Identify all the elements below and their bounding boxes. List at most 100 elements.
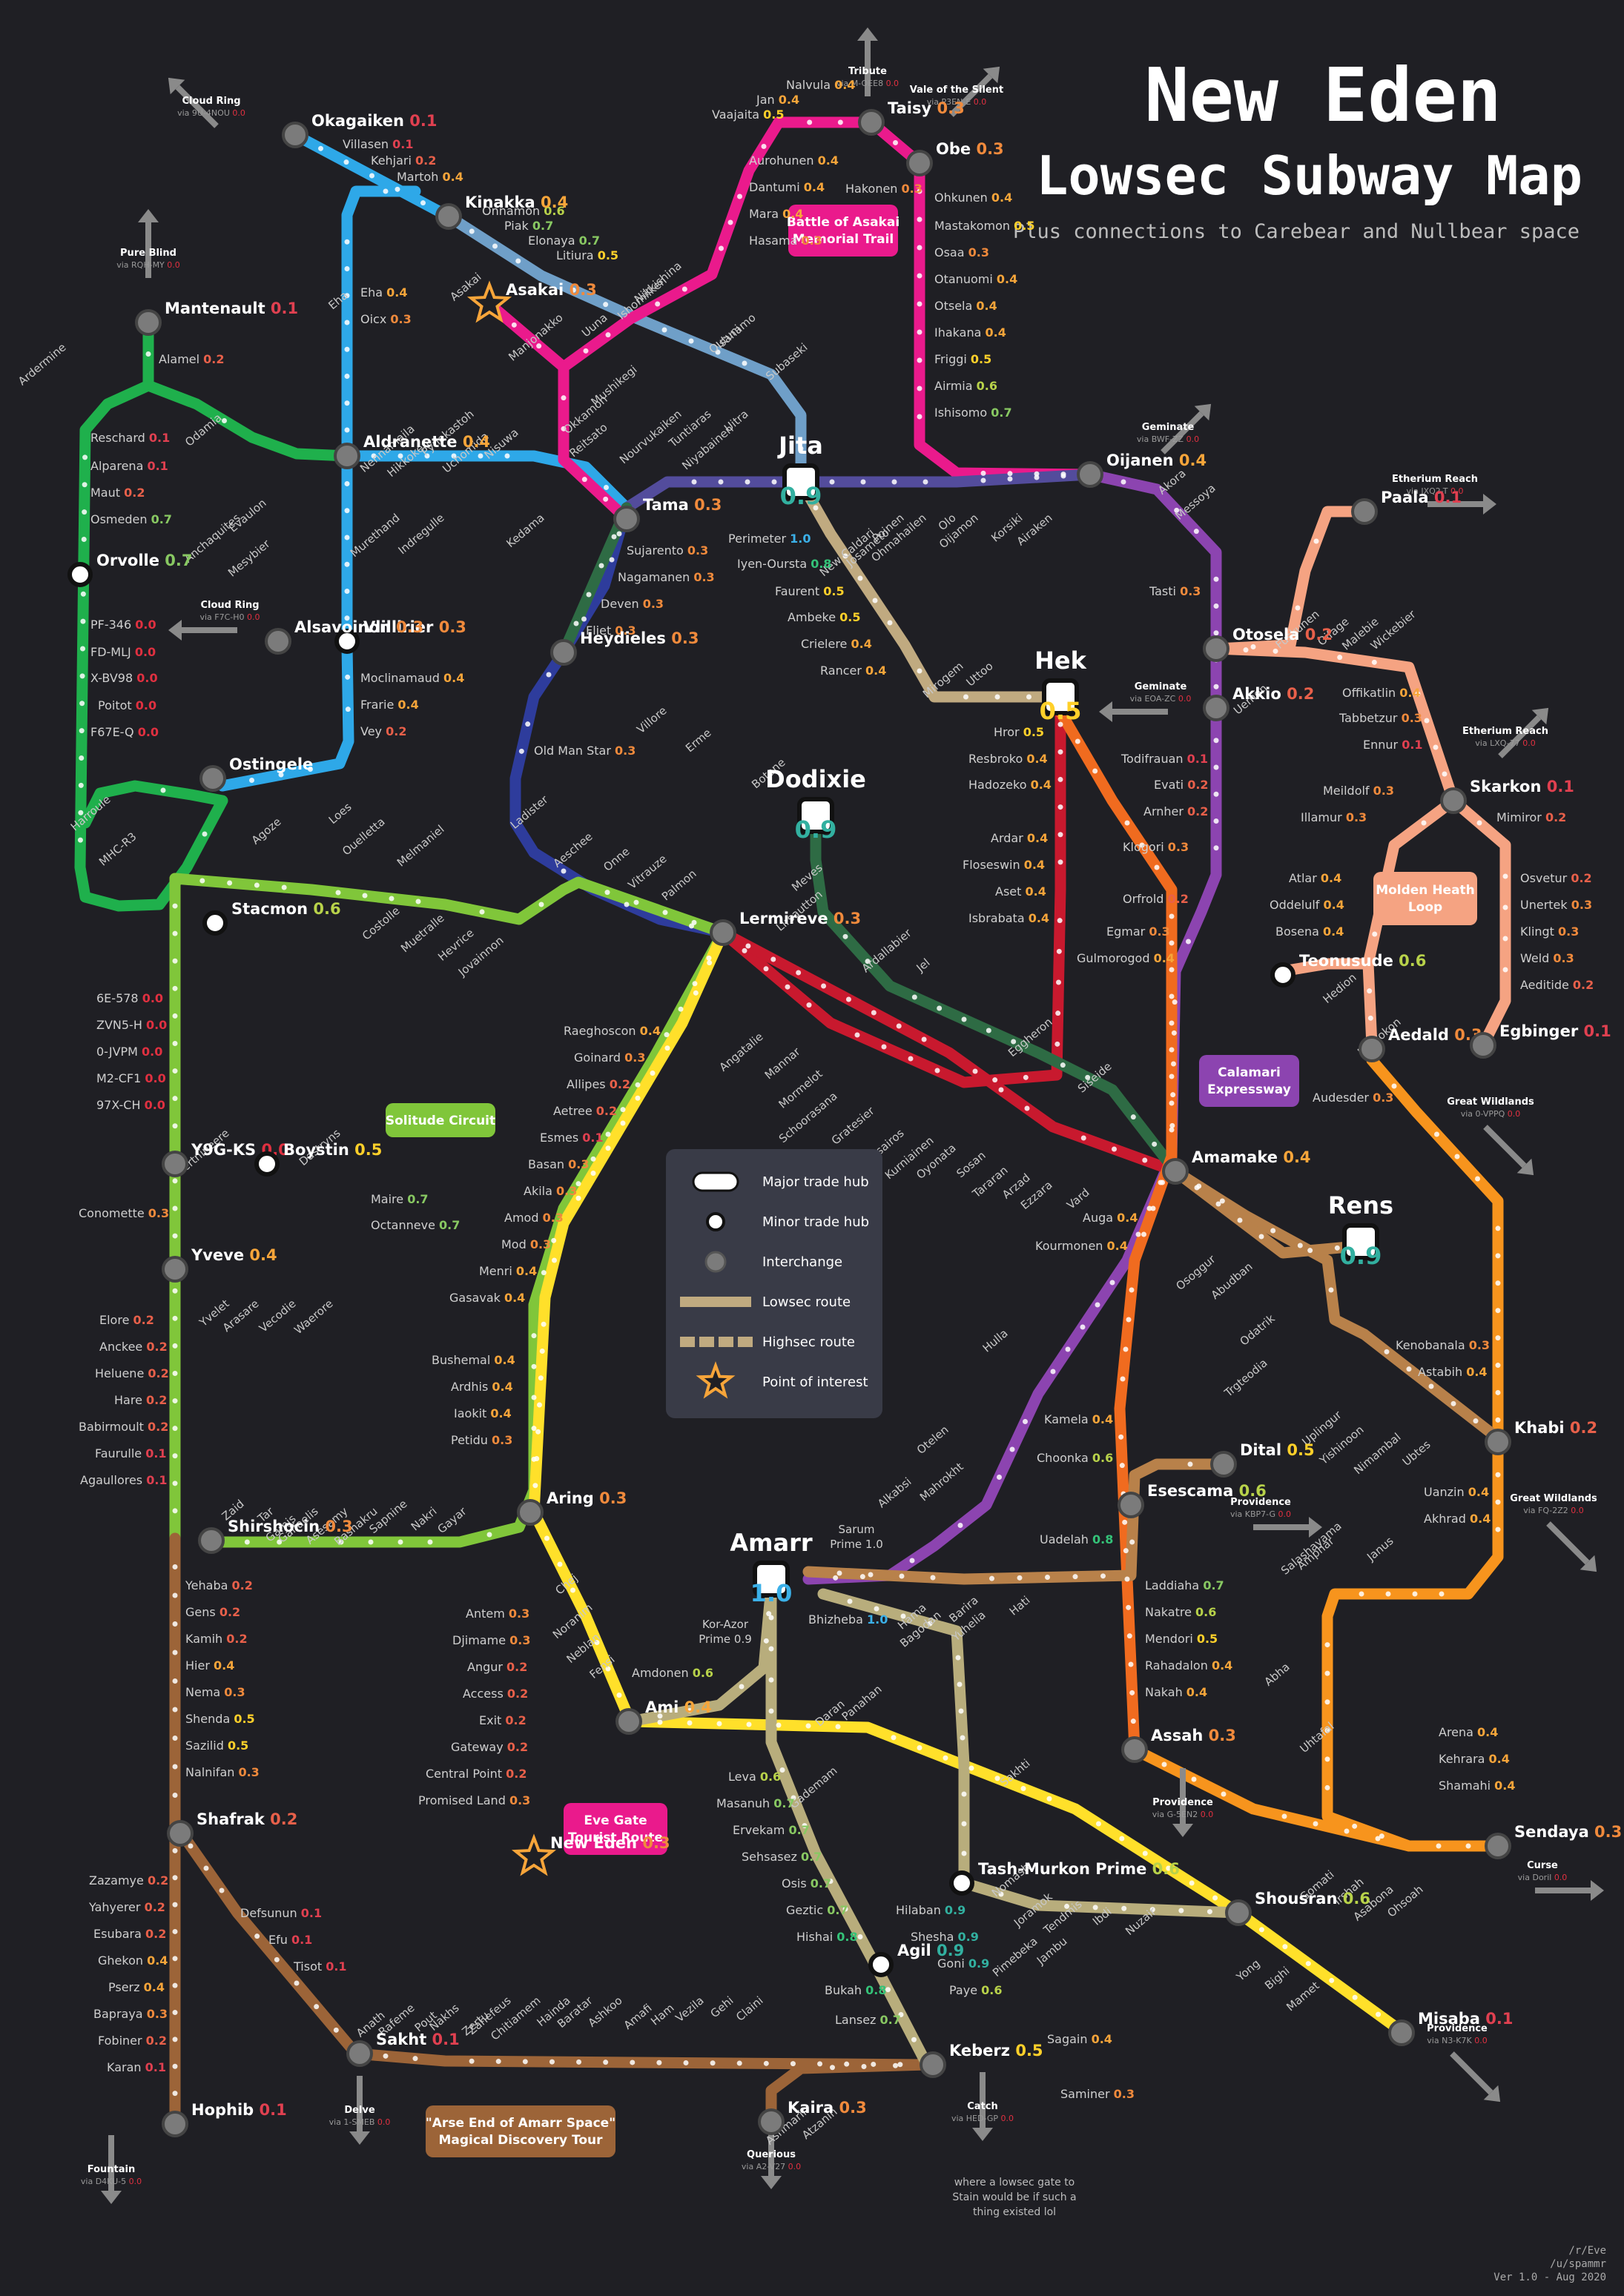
stop-dot	[1124, 1576, 1130, 1582]
major-hub-marker	[1042, 678, 1079, 715]
exit-gate-label: via G-5EN2 0.0	[1152, 1810, 1213, 1819]
station-name: Jita	[777, 431, 823, 460]
stop-dot	[486, 1532, 492, 1538]
stop-dot	[532, 1483, 538, 1489]
system-label: Harroule	[68, 793, 113, 833]
stop-dot	[776, 1722, 782, 1728]
station-name: Shirshocin 0.3	[228, 1518, 353, 1535]
stop-dot	[369, 173, 374, 179]
system-label: Orfrold 0.2	[1123, 892, 1189, 906]
station: Esescama 0.6	[1118, 1482, 1267, 1518]
stop-dot	[145, 351, 151, 357]
system-label: Abudban	[1209, 1260, 1255, 1302]
stop-dot	[1281, 1813, 1287, 1819]
stop-dot	[172, 1205, 178, 1211]
stop-dot	[1213, 764, 1219, 770]
exit-arrow-head	[972, 2128, 993, 2141]
stop-dot	[344, 535, 350, 540]
stop-dot	[1009, 1446, 1015, 1452]
stop-dot	[469, 2058, 475, 2064]
stop-dot	[79, 728, 85, 734]
stop-dot	[859, 1574, 865, 1580]
stop-dot	[893, 2062, 898, 2068]
legend-highsec-icon	[719, 1337, 733, 1347]
stop-dot	[683, 2060, 689, 2065]
stop-dot	[172, 1736, 178, 1741]
stop-dot	[1123, 1346, 1129, 1352]
station: Aring 0.3	[517, 1489, 627, 1526]
stop-dot	[821, 983, 827, 989]
stop-dot	[1495, 1526, 1501, 1532]
legend-item-label: Lowsec route	[762, 1294, 851, 1310]
system-label: Babirmoult 0.2	[79, 1420, 168, 1434]
system-label: Atlar 0.4	[1289, 871, 1341, 885]
stop-dot	[874, 1606, 879, 1612]
system-label: Gulmorogod 0.4	[1077, 951, 1175, 965]
stop-dot	[78, 810, 84, 815]
station-name: Amamake 0.4	[1192, 1148, 1311, 1166]
exit-gate-label: via 0-VPPQ 0.0	[1461, 1109, 1521, 1119]
stop-dot	[657, 1719, 663, 1725]
stop-dot	[1495, 1499, 1501, 1505]
stop-dot	[1092, 1905, 1098, 1910]
system-label: 6E-578 0.0	[96, 991, 163, 1005]
interchange-marker	[199, 765, 226, 792]
system-label: Oicx 0.3	[360, 312, 412, 326]
minor-hub-marker	[868, 1952, 894, 1977]
station-name: Akkio 0.2	[1232, 685, 1314, 703]
stop-dot	[1476, 820, 1482, 826]
station-name: New Eden 0.3	[550, 1834, 670, 1852]
stop-dot	[1305, 1961, 1311, 1967]
stop-dot	[1213, 791, 1219, 797]
stop-dot	[1191, 1776, 1197, 1782]
banner-box	[1199, 1055, 1299, 1107]
system-label: Vezila	[673, 1994, 706, 2025]
stop-dot	[424, 453, 430, 459]
system-label: Vitrauze	[626, 852, 670, 892]
stop-dot	[1313, 538, 1319, 544]
stop-dot	[796, 970, 802, 976]
system-label: Ennur 0.1	[1363, 738, 1423, 752]
station: Dital 0.5	[1210, 1441, 1315, 1478]
stop-dot	[1495, 1335, 1501, 1341]
exit-gate-label: via A2-V27 0.0	[742, 2162, 801, 2171]
stop-dot	[172, 1123, 178, 1129]
system-label: Osmeden 0.7	[90, 512, 172, 526]
stop-dot	[172, 985, 178, 991]
stop-dot	[1169, 913, 1175, 919]
stop-dot	[82, 482, 88, 488]
stop-dot	[82, 509, 88, 515]
stop-dot	[779, 1767, 785, 1773]
stop-dot	[716, 1721, 722, 1727]
stop-dot	[525, 721, 531, 727]
system-label: Nakri	[409, 1504, 440, 1533]
interchange-marker	[1203, 635, 1229, 662]
stop-dot	[871, 2061, 877, 2067]
system-label: Elonaya 0.7	[528, 234, 600, 248]
stop-dot	[917, 386, 922, 391]
stop-dot	[345, 707, 351, 712]
stop-dot	[710, 2060, 716, 2066]
stop-dot	[1221, 1791, 1227, 1797]
station: Obe 0.3	[906, 140, 1004, 176]
interchange-marker	[1485, 1429, 1511, 1455]
station: Asakai 0.3	[466, 280, 597, 323]
stop-dot	[344, 266, 350, 271]
stop-dot	[1473, 1418, 1479, 1424]
stop-dot	[691, 479, 697, 485]
stop-dot	[172, 1707, 178, 1713]
system-label: F67E-Q 0.0	[90, 725, 159, 739]
stop-dot	[397, 1539, 403, 1545]
stop-dot	[1352, 1823, 1358, 1829]
station: Kaira 0.3	[758, 2099, 867, 2135]
stop-dot	[609, 557, 615, 563]
route-line-khaki2	[765, 1581, 933, 2071]
stop-dot	[1160, 1180, 1165, 1185]
stop-dot	[412, 2056, 418, 2062]
system-label: Zazamye 0.2	[89, 1873, 168, 1888]
stop-dot	[872, 598, 878, 603]
